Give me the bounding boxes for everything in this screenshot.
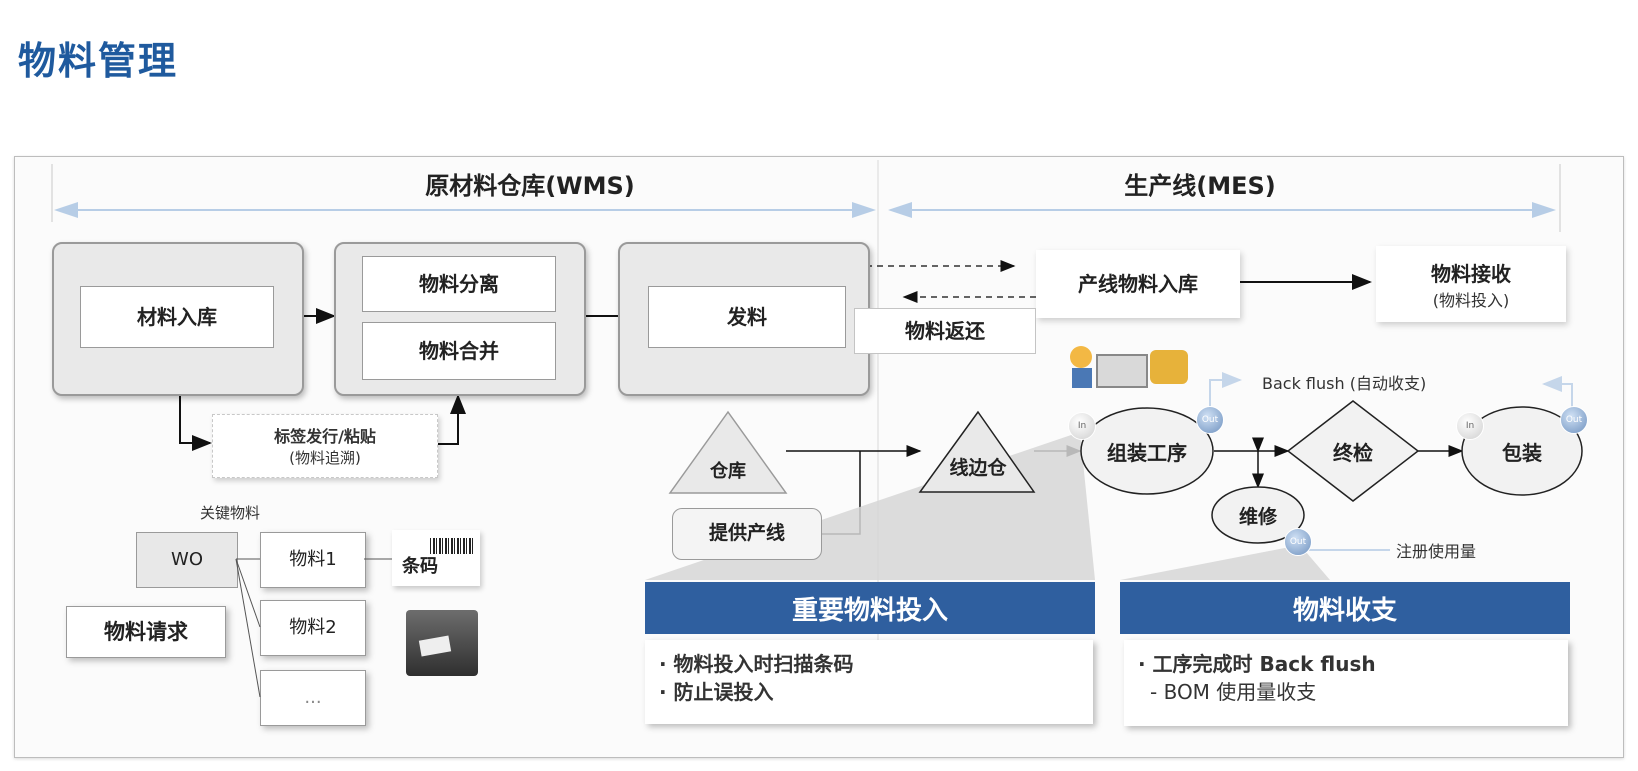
label-issue-box[interactable]: 标签发行/粘贴 (物料追溯) — [212, 414, 438, 478]
material-receive-label: 物料接收 — [1431, 262, 1511, 286]
warehouse-node[interactable]: 仓库 — [710, 461, 746, 482]
final-inspection-node[interactable]: 终检 — [1333, 440, 1373, 465]
barcode-label: 条码 — [402, 556, 438, 577]
label-printer-icon — [406, 610, 478, 676]
register-usage-label: 注册使用量 — [1396, 542, 1477, 561]
key-material-input-header: 重要物料投入 — [645, 582, 1095, 634]
material-receive-box[interactable]: 物料接收 (物料投入) — [1376, 246, 1566, 322]
repair-out-badge: Out — [1284, 528, 1312, 556]
material-split-box[interactable]: 物料分离 — [362, 256, 556, 312]
key-material-input-notes: · 物料投入时扫描条码 · 防止误投入 — [645, 640, 1093, 724]
material-merge-box[interactable]: 物料合并 — [362, 322, 556, 380]
arrow-in-to-label — [179, 392, 212, 451]
label-issue-line2: (物料追溯) — [289, 449, 361, 467]
barcode-box[interactable]: 条码 — [392, 530, 480, 586]
material-issue-box[interactable]: 发料 — [648, 286, 846, 348]
operator-terminal-icon — [1070, 346, 1190, 390]
material-request-box[interactable]: 物料请求 — [66, 606, 226, 658]
section-title-mes: 生产线(MES) — [1124, 172, 1276, 200]
packing-out-arrow — [1542, 376, 1573, 412]
line-material-in-box[interactable]: 产线物料入库 — [1036, 250, 1240, 318]
assembly-process-node[interactable]: 组装工序 — [1107, 440, 1187, 465]
supply-line-box[interactable]: 提供产线 — [672, 508, 822, 560]
callout-wedge-right — [1120, 545, 1330, 580]
material-flow-notes: · 工序完成时 Back flush - BOM 使用量收支 — [1124, 640, 1568, 726]
packing-node[interactable]: 包装 — [1502, 440, 1542, 465]
material-2-box[interactable]: 物料2 — [260, 600, 366, 656]
note-scan-barcode: · 物料投入时扫描条码 — [659, 652, 854, 676]
section-title-wms: 原材料仓库(WMS) — [425, 172, 635, 200]
wo-box[interactable]: WO — [136, 532, 238, 588]
material-1-box[interactable]: 物料1 — [260, 532, 366, 588]
backflush-arrow — [1209, 372, 1242, 412]
note-backflush: · 工序完成时 Back flush — [1138, 652, 1376, 676]
assembly-out-badge: Out — [1196, 406, 1224, 434]
note-prevent-misinput: · 防止误投入 — [659, 680, 774, 704]
packing-in-badge: In — [1456, 412, 1484, 440]
key-material-label: 关键物料 — [200, 504, 261, 522]
material-receive-sub: (物料投入) — [1432, 291, 1510, 310]
arrow-label-to-merge — [436, 394, 466, 445]
line-side-warehouse-node[interactable]: 线边仓 — [949, 456, 1007, 479]
material-flow-header: 物料收支 — [1120, 582, 1570, 634]
material-return-box[interactable]: 物料返还 — [854, 308, 1036, 354]
note-bom-usage: - BOM 使用量收支 — [1150, 680, 1317, 704]
assembly-in-badge: In — [1068, 412, 1096, 440]
page-title: 物料管理 — [18, 39, 179, 83]
label-issue-line1: 标签发行/粘贴 — [274, 427, 376, 446]
repair-node[interactable]: 维修 — [1238, 505, 1277, 528]
material-more-box[interactable]: ... — [260, 670, 366, 726]
material-in-box[interactable]: 材料入库 — [80, 286, 274, 348]
barcode-icon — [430, 538, 474, 554]
backflush-label: Back flush (自动收支) — [1262, 374, 1427, 393]
packing-out-badge: Out — [1560, 406, 1588, 434]
